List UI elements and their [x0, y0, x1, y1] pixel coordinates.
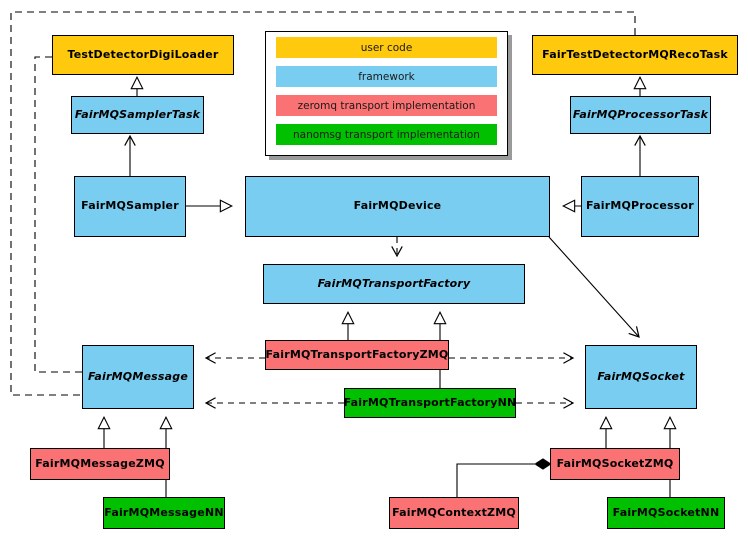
class-node-label: FairMQSocket [597, 369, 685, 383]
class-node-label: FairMQMessageZMQ [35, 456, 165, 470]
class-node-FairMQSocketNN[interactable]: FairMQSocketNN [607, 497, 725, 529]
class-node-label: FairMQSocketZMQ [556, 456, 674, 470]
class-node-FairMQMessageZMQ[interactable]: FairMQMessageZMQ [30, 448, 170, 480]
class-node-label: FairMQSampler [81, 199, 179, 213]
class-node-label: FairMQProcessorTask [572, 107, 709, 121]
class-node-FairMQTransportFactoryNN[interactable]: FairMQTransportFactoryNN [344, 388, 516, 418]
edge-recotask-to-message [10, 11, 636, 401]
class-node-FairTestDetectorMQRecoTask[interactable]: FairTestDetectorMQRecoTask [532, 35, 738, 75]
class-node-FairMQTransportFactoryZMQ[interactable]: FairMQTransportFactoryZMQ [265, 340, 449, 370]
edge-contextzmq-to-socketzmq [456, 464, 550, 497]
class-node-label: FairMQMessageNN [104, 505, 224, 519]
class-node-label: FairMQTransportFactory [317, 276, 471, 290]
class-node-FairMQMessage[interactable]: FairMQMessage [82, 345, 194, 409]
legend-item-3: nanomsg transport implementation [276, 124, 497, 145]
class-node-label: FairMQContextZMQ [392, 505, 516, 519]
class-node-FairMQProcessor[interactable]: FairMQProcessor [581, 176, 699, 237]
class-node-label: FairMQMessage [87, 369, 189, 383]
edge-device-to-socket [548, 236, 640, 338]
class-node-FairMQTransportFactory[interactable]: FairMQTransportFactory [263, 264, 525, 304]
legend-item-1: framework [276, 66, 497, 87]
legend-item-label: zeromq transport implementation [297, 99, 476, 112]
legend-item-label: user code [360, 41, 413, 54]
class-node-label: FairMQProcessor [586, 199, 694, 213]
class-node-FairMQSocketZMQ[interactable]: FairMQSocketZMQ [550, 448, 680, 480]
class-node-FairMQSamplerTask[interactable]: FairMQSamplerTask [71, 96, 204, 134]
legend-item-2: zeromq transport implementation [276, 95, 497, 116]
class-node-FairMQSampler[interactable]: FairMQSampler [74, 176, 186, 237]
class-node-TestDetectorDigiLoader[interactable]: TestDetectorDigiLoader [52, 35, 234, 75]
class-node-FairMQDevice[interactable]: FairMQDevice [245, 176, 550, 237]
class-node-FairMQContextZMQ[interactable]: FairMQContextZMQ [389, 497, 519, 529]
class-node-label: FairMQTransportFactoryZMQ [265, 347, 449, 361]
legend-item-label: nanomsg transport implementation [293, 128, 480, 141]
class-node-label: FairTestDetectorMQRecoTask [542, 47, 728, 61]
class-node-FairMQProcessorTask[interactable]: FairMQProcessorTask [570, 96, 711, 134]
class-node-label: FairMQDevice [353, 199, 442, 213]
class-node-label: FairMQSocketNN [612, 505, 720, 519]
class-node-label: FairMQSamplerTask [74, 107, 201, 121]
class-node-FairMQMessageNN[interactable]: FairMQMessageNN [103, 497, 225, 529]
class-node-label: FairMQTransportFactoryNN [343, 395, 517, 409]
class-node-FairMQSocket[interactable]: FairMQSocket [585, 345, 697, 409]
class-node-label: TestDetectorDigiLoader [67, 47, 219, 61]
legend-item-label: framework [358, 70, 415, 83]
legend-item-0: user code [276, 37, 497, 58]
